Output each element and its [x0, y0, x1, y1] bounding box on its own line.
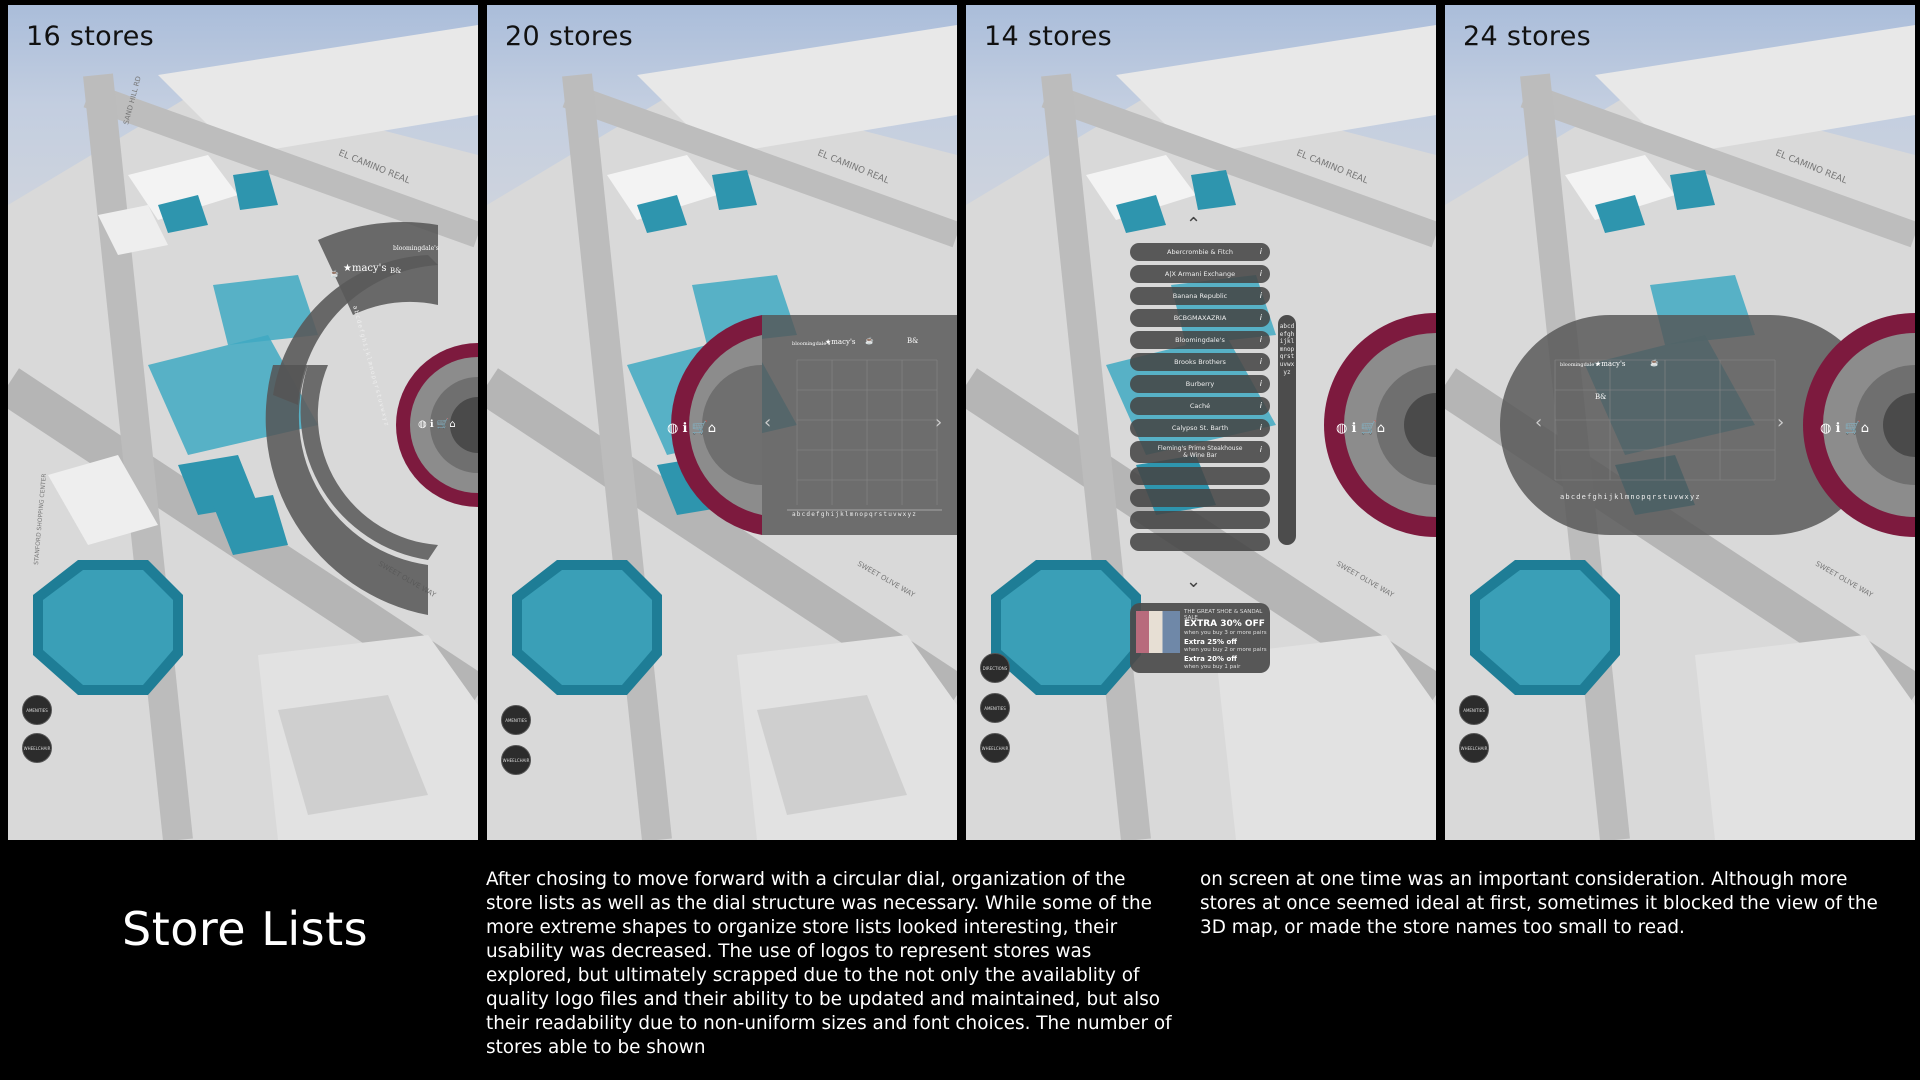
- store-list: Abercrombie & Fitch i A|X Armani Exchange…: [1130, 243, 1270, 563]
- panel-title: 14 stores: [984, 21, 1112, 52]
- logo-bb[interactable]: B&: [390, 267, 402, 275]
- logo-starbucks[interactable]: ☕: [1650, 359, 1659, 367]
- store-name: Banana Republic: [1172, 292, 1228, 300]
- alphabet-bar[interactable]: abcdefghijklmnopqrstuvwxyz: [1560, 493, 1701, 501]
- caption-column-2: on screen at one time was an important c…: [1200, 869, 1878, 938]
- logo-bb[interactable]: B&: [907, 337, 919, 345]
- store-name: Bloomingdale's: [1175, 336, 1225, 344]
- directions-button[interactable]: DIRECTIONS: [980, 653, 1010, 683]
- amenities-button[interactable]: AMENITIES: [501, 705, 531, 735]
- info-icon[interactable]: i: [1259, 401, 1262, 410]
- list-item[interactable]: Banana Republic i: [1130, 287, 1270, 305]
- logo-bloomingdales[interactable]: bloomingdale's: [393, 245, 439, 252]
- panel-16-stores: EL CAMINO REAL SAND HILL RD SWEET OLIVE …: [8, 5, 478, 840]
- svg-text:›: ›: [1777, 412, 1784, 433]
- list-item[interactable]: [1130, 511, 1270, 529]
- store-name: BCBGMAXAZRIA: [1173, 314, 1227, 322]
- list-item[interactable]: BCBGMAXAZRIA i: [1130, 309, 1270, 327]
- info-icon[interactable]: i: [1259, 445, 1262, 454]
- amenities-button[interactable]: AMENITIES: [22, 695, 52, 725]
- list-item[interactable]: [1130, 467, 1270, 485]
- svg-text:⌄: ⌄: [1186, 571, 1201, 592]
- info-icon[interactable]: i: [1259, 313, 1262, 322]
- store-name: Brooks Brothers: [1174, 358, 1226, 366]
- svg-text:›: ›: [935, 412, 942, 433]
- panel-title: 16 stores: [26, 21, 154, 52]
- promo-mid: Extra 25% off: [1184, 638, 1237, 646]
- list-item[interactable]: [1130, 533, 1270, 551]
- list-item[interactable]: Abercrombie & Fitch i: [1130, 243, 1270, 261]
- info-icon[interactable]: i: [1259, 269, 1262, 278]
- panel-20-stores: EL CAMINO REAL SWEET OLIVE WAY ‹ › ◍ ℹ 🛒…: [487, 5, 957, 840]
- logo-macys[interactable]: ★macy's: [343, 263, 387, 274]
- info-icon[interactable]: i: [1259, 247, 1262, 256]
- promo-mid: Extra 20% off: [1184, 655, 1237, 663]
- wheelchair-button[interactable]: WHEELCHAIR: [980, 733, 1010, 763]
- list-item[interactable]: Burberry i: [1130, 375, 1270, 393]
- list-item[interactable]: Calypso St. Barth i: [1130, 419, 1270, 437]
- promo-sub: when you buy 1 pair: [1184, 664, 1241, 670]
- svg-text:◍ ℹ 🛒⌂: ◍ ℹ 🛒⌂: [1336, 420, 1385, 436]
- list-item[interactable]: Bloomingdale's i: [1130, 331, 1270, 349]
- panel-14-stores: EL CAMINO REAL SWEET OLIVE WAY ◍ ℹ 🛒⌂ ⌃ …: [966, 5, 1436, 840]
- info-icon[interactable]: i: [1259, 357, 1262, 366]
- svg-text:‹: ‹: [1535, 412, 1542, 433]
- logo-bloomingdales[interactable]: bloomingdale's: [1560, 362, 1599, 368]
- promo-headline: EXTRA 30% OFF: [1184, 619, 1265, 629]
- list-item[interactable]: Caché i: [1130, 397, 1270, 415]
- promo-sub: when you buy 3 or more pairs: [1184, 630, 1267, 636]
- store-name: Abercrombie & Fitch: [1167, 248, 1233, 256]
- logo-starbucks[interactable]: ☕: [865, 337, 874, 345]
- svg-text:◍ ℹ 🛒⌂: ◍ ℹ 🛒⌂: [1820, 420, 1869, 436]
- wheelchair-button[interactable]: WHEELCHAIR: [501, 745, 531, 775]
- panel-title: 20 stores: [505, 21, 633, 52]
- store-name: Fleming's Prime Steakhouse & Wine Bar: [1157, 445, 1243, 459]
- info-icon[interactable]: i: [1259, 423, 1262, 432]
- promo-banner[interactable]: THE GREAT SHOE & SANDAL SALE EXTRA 30% O…: [1130, 603, 1270, 673]
- store-name: Burberry: [1185, 380, 1215, 388]
- map-3d: EL CAMINO REAL SWEET OLIVE WAY ‹ › ◍ ℹ 🛒…: [487, 25, 957, 840]
- amenities-button[interactable]: AMENITIES: [980, 693, 1010, 723]
- store-name: Calypso St. Barth: [1171, 424, 1229, 432]
- promo-sub: when you buy 2 or more pairs: [1184, 647, 1267, 653]
- logo-starbucks[interactable]: ☕: [330, 270, 339, 278]
- info-icon[interactable]: i: [1259, 335, 1262, 344]
- map-3d: EL CAMINO REAL SAND HILL RD SWEET OLIVE …: [8, 25, 478, 840]
- promo-header: THE GREAT SHOE & SANDAL SALE: [1184, 609, 1263, 621]
- logo-bb[interactable]: B&: [1595, 393, 1607, 401]
- alphabet-bar[interactable]: abcdefghijklmnopqrstuvwxyz: [792, 511, 918, 518]
- store-name: A|X Armani Exchange: [1164, 270, 1236, 278]
- svg-text:⌃: ⌃: [1186, 214, 1201, 235]
- list-item[interactable]: A|X Armani Exchange i: [1130, 265, 1270, 283]
- wheelchair-button[interactable]: WHEELCHAIR: [1459, 733, 1489, 763]
- list-item[interactable]: Brooks Brothers i: [1130, 353, 1270, 371]
- promo-image: [1136, 611, 1180, 653]
- logo-macys[interactable]: ★macy's: [825, 338, 856, 346]
- caption-column-1: After chosing to move forward with a cir…: [486, 869, 1172, 1058]
- logo-macys[interactable]: ★macy's: [1595, 360, 1626, 368]
- amenities-button[interactable]: AMENITIES: [1459, 695, 1489, 725]
- info-icon[interactable]: i: [1259, 379, 1262, 388]
- list-item[interactable]: [1130, 489, 1270, 507]
- info-icon[interactable]: i: [1259, 291, 1262, 300]
- svg-text:◍ ℹ 🛒⌂: ◍ ℹ 🛒⌂: [667, 420, 716, 436]
- panel-title: 24 stores: [1463, 21, 1591, 52]
- wheelchair-button[interactable]: WHEELCHAIR: [22, 733, 52, 763]
- svg-text:‹: ‹: [764, 412, 771, 433]
- store-name: Caché: [1189, 402, 1211, 410]
- list-item[interactable]: Fleming's Prime Steakhouse & Wine Bar i: [1130, 441, 1270, 463]
- logo-bloomingdales[interactable]: bloomingdale's: [792, 341, 831, 347]
- section-title: Store Lists: [122, 902, 369, 956]
- panel-24-stores: EL CAMINO REAL SWEET OLIVE WAY ‹ › ◍ ℹ 🛒…: [1445, 5, 1915, 840]
- svg-text:◍ ℹ 🛒⌂: ◍ ℹ 🛒⌂: [418, 417, 456, 430]
- alphabet-column[interactable]: abcdefghijklmnopqrstuvwxyz: [1278, 315, 1296, 545]
- map-3d: EL CAMINO REAL SWEET OLIVE WAY ‹ › ◍ ℹ 🛒…: [1445, 25, 1915, 840]
